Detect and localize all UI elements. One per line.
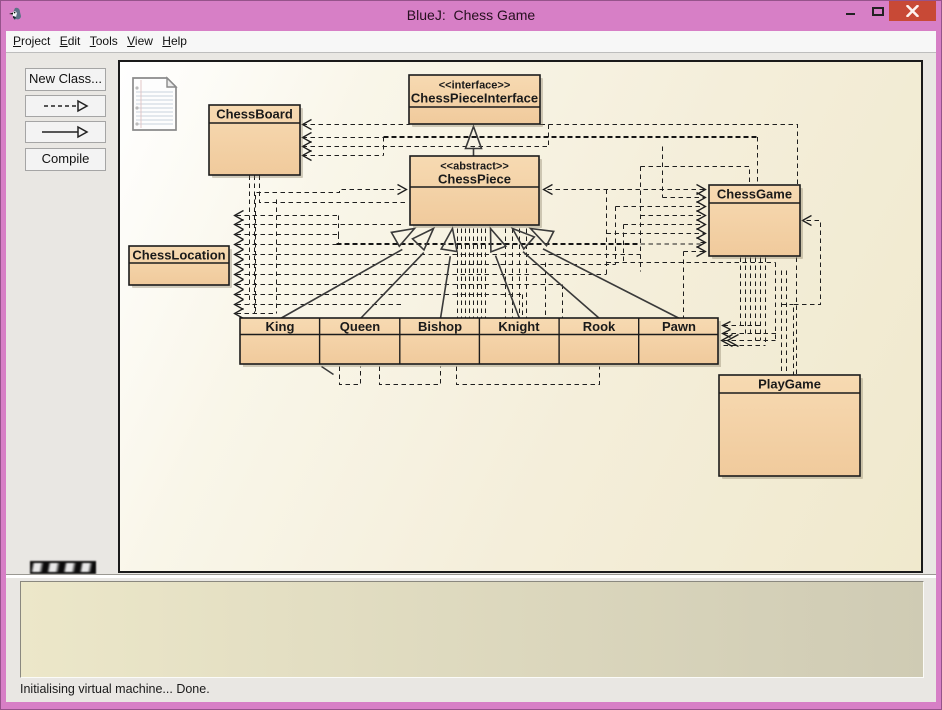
svg-text:PlayGame: PlayGame bbox=[758, 377, 821, 392]
svg-text:ChessBoard: ChessBoard bbox=[216, 107, 293, 122]
svg-text:ChessPieceInterface: ChessPieceInterface bbox=[411, 91, 538, 106]
svg-text:King: King bbox=[266, 319, 295, 334]
svg-text:Rook: Rook bbox=[583, 319, 616, 334]
svg-text:Knight: Knight bbox=[498, 319, 540, 334]
svg-text:Queen: Queen bbox=[340, 319, 381, 334]
svg-text:Pawn: Pawn bbox=[662, 319, 696, 334]
svg-text:ChessPiece: ChessPiece bbox=[438, 172, 511, 187]
svg-text:<<abstract>>: <<abstract>> bbox=[440, 161, 509, 173]
svg-text:<<interface>>: <<interface>> bbox=[439, 80, 511, 92]
svg-text:Bishop: Bishop bbox=[418, 319, 462, 334]
svg-text:ChessGame: ChessGame bbox=[717, 187, 792, 202]
svg-text:ChessLocation: ChessLocation bbox=[132, 248, 225, 263]
